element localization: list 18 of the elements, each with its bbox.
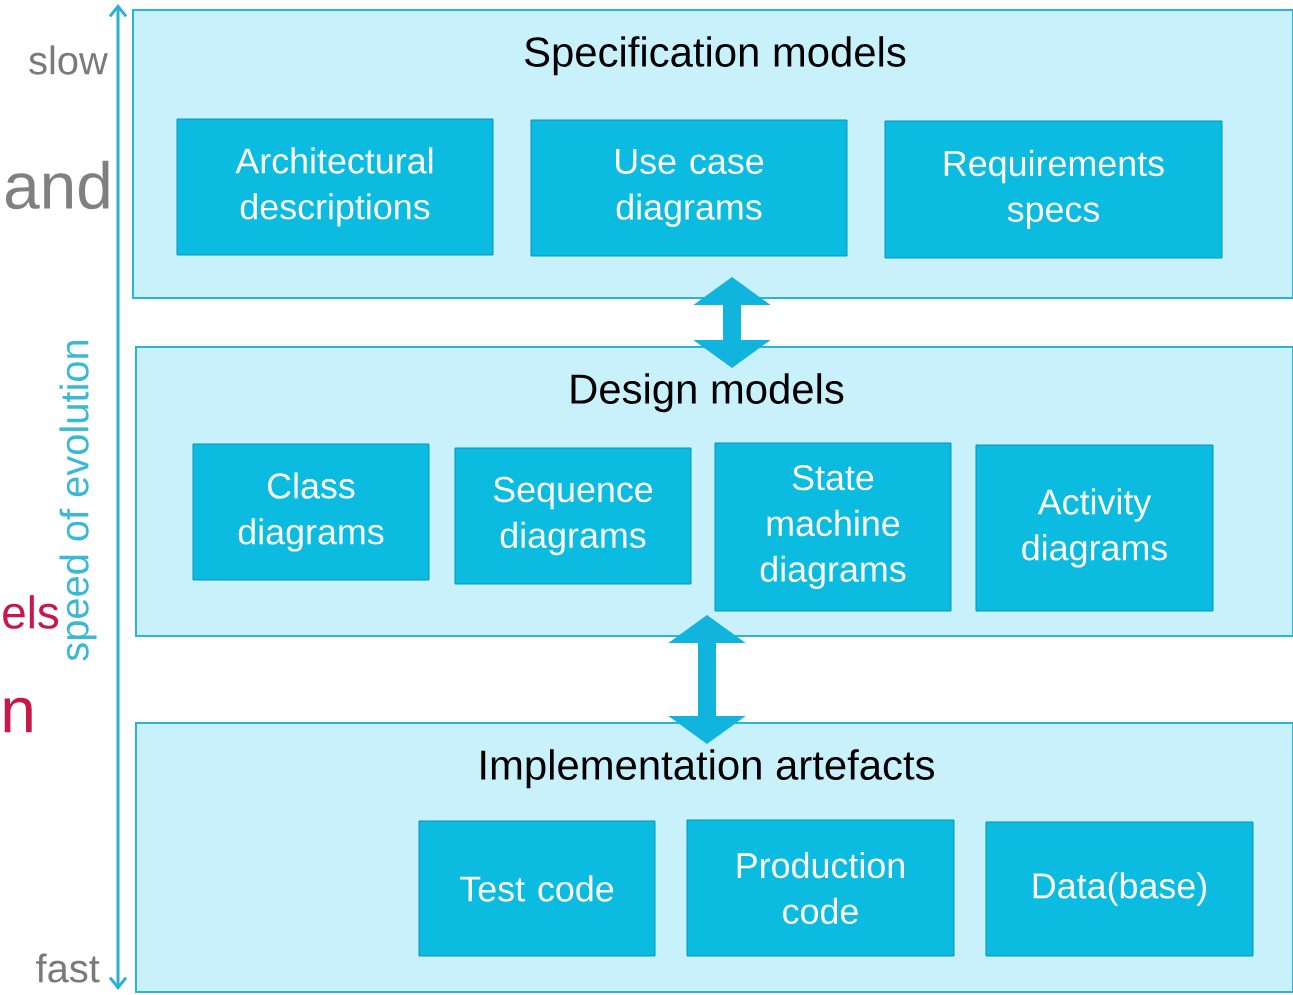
diagram-box: Architectural descriptions: [176, 118, 494, 256]
text-label: slow: [29, 45, 108, 75]
text-label: n: [4, 697, 32, 733]
diagram-box: Data(base): [985, 821, 1254, 957]
diagram-box: Production code: [686, 819, 955, 957]
diagram-box: Class diagrams: [192, 443, 430, 581]
text-label: els: [3, 595, 59, 629]
double-arrow: [693, 277, 771, 368]
diagram-box: Test code: [418, 820, 656, 957]
diagram-box: Use case diagrams: [530, 119, 848, 257]
diagram-box: Requirements specs: [884, 120, 1223, 259]
double-arrow: [668, 615, 746, 744]
diagram-box: Activity diagrams: [975, 444, 1214, 612]
text-label: and: [5, 160, 109, 210]
diagram-box: State machine diagrams: [714, 442, 952, 612]
axis-label: speed of evolution: [59, 340, 97, 661]
diagram-box: Sequence diagrams: [454, 447, 692, 585]
text-label: fast: [36, 953, 100, 983]
